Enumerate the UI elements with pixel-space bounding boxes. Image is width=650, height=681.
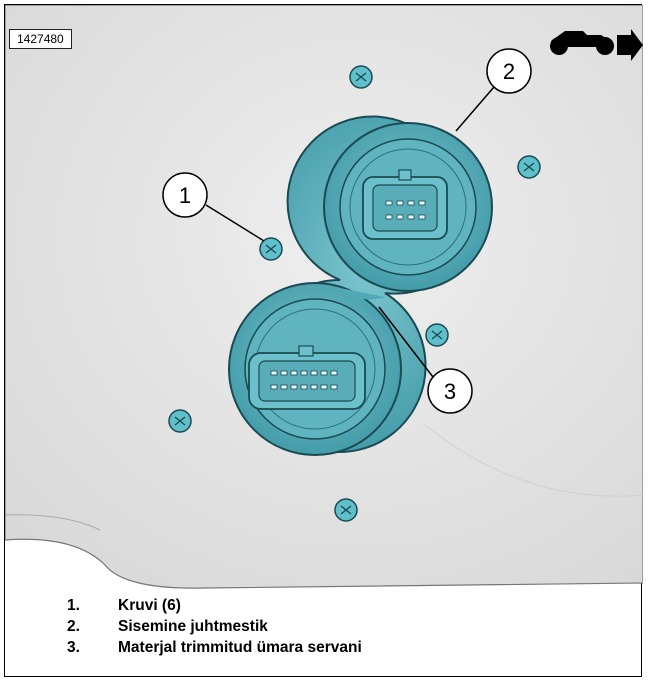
legend-number: 3.: [67, 639, 80, 656]
connector-panel-drawing: 1 2 3: [5, 5, 643, 589]
callout-label-3: 3: [444, 379, 456, 404]
figure-frame: 1 2 3 1427480 1. Kruvi (6) 2. Sisemine j…: [4, 4, 643, 677]
callout-circle-2: [486, 48, 532, 94]
legend-text: Materjal trimmitud ümara servani: [118, 639, 362, 656]
motorcycle-forward-arrow-icon: [550, 29, 643, 61]
callout-circle-3: [427, 368, 473, 414]
legend-number: 2.: [67, 618, 80, 635]
callout-circle-1: [162, 172, 208, 218]
lower-connector: [248, 345, 366, 410]
legend-number: 1.: [67, 597, 80, 614]
callout-label-1: 1: [179, 183, 191, 208]
leader-line-1: [205, 204, 265, 242]
figure-id-label: 1427480: [9, 29, 72, 49]
leader-line-2: [455, 86, 495, 132]
legend-text: Kruvi (6): [118, 597, 181, 614]
callout-label-2: 2: [503, 59, 515, 84]
upper-connector: [362, 169, 448, 240]
leader-line-3: [378, 306, 434, 378]
legend-text: Sisemine juhtmestik: [118, 618, 268, 635]
illustration: 1 2 3 1427480: [5, 5, 643, 595]
